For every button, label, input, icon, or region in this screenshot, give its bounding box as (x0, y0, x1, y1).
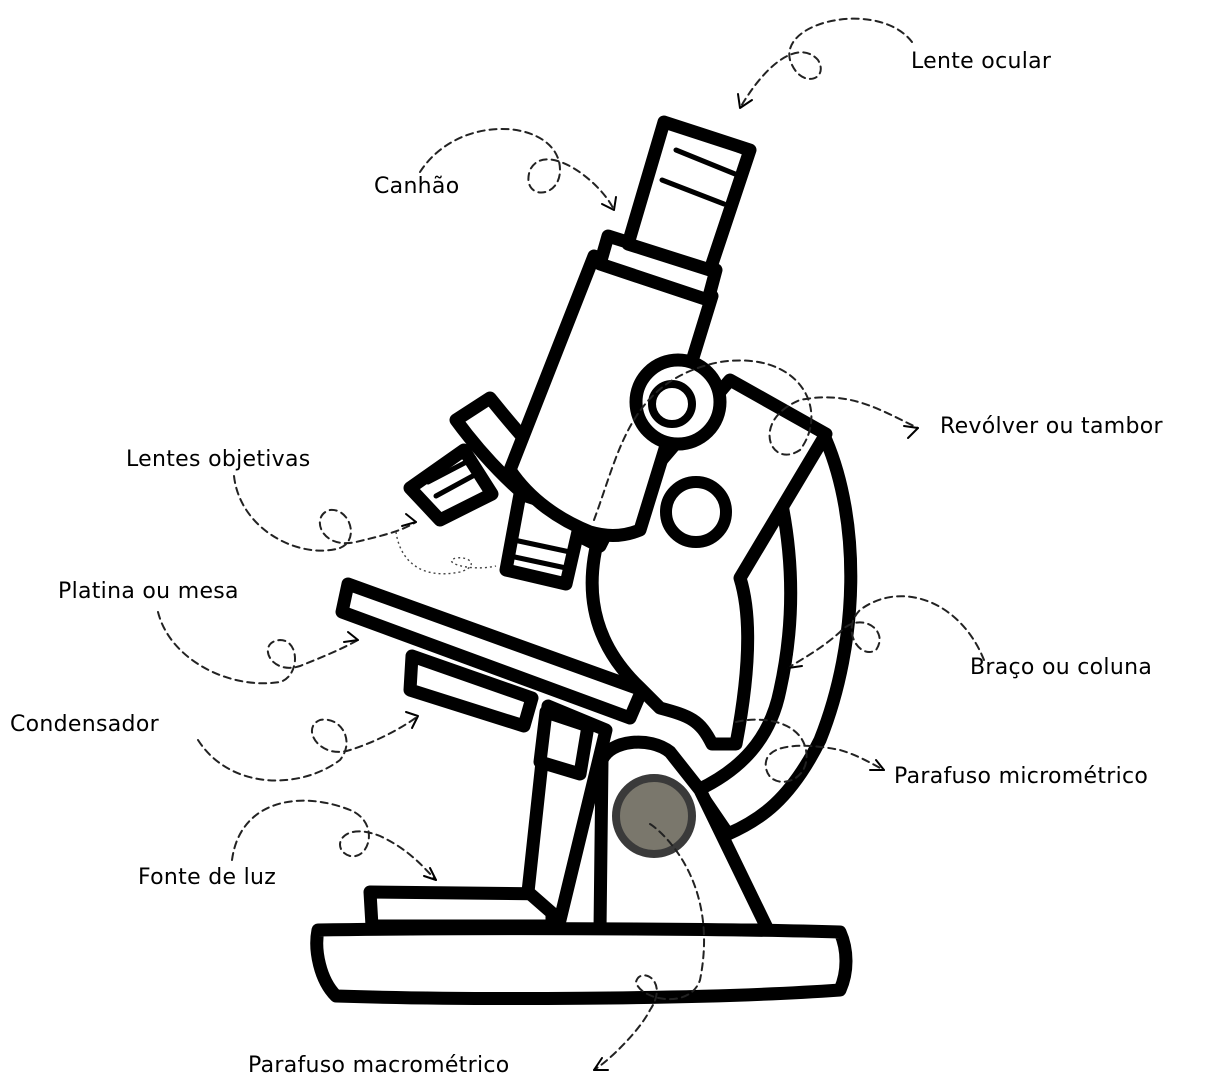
label-braco: Braço ou coluna (970, 657, 1152, 679)
label-fonte-luz: Fonte de luz (138, 867, 276, 889)
label-platina: Platina ou mesa (58, 581, 239, 603)
eyepiece (628, 122, 750, 270)
leader-condensador (198, 716, 418, 780)
condenser-lower (540, 712, 588, 774)
label-lentes-objetivas: Lentes objetivas (126, 449, 311, 471)
label-condensador: Condensador (10, 714, 159, 736)
label-canhao: Canhão (374, 176, 459, 198)
leader-lentes-objetivas (234, 476, 416, 551)
macrometric-knob (616, 778, 692, 854)
base (317, 929, 846, 999)
label-revolver: Revólver ou tambor (940, 416, 1163, 438)
label-micrometrico: Parafuso micrométrico (894, 766, 1148, 788)
label-macrometrico: Parafuso macrométrico (248, 1055, 510, 1077)
label-lente-ocular: Lente ocular (911, 51, 1051, 73)
leader-platina (158, 612, 358, 683)
micrometric-knob (666, 482, 726, 542)
leader-lente-ocular (740, 19, 912, 108)
